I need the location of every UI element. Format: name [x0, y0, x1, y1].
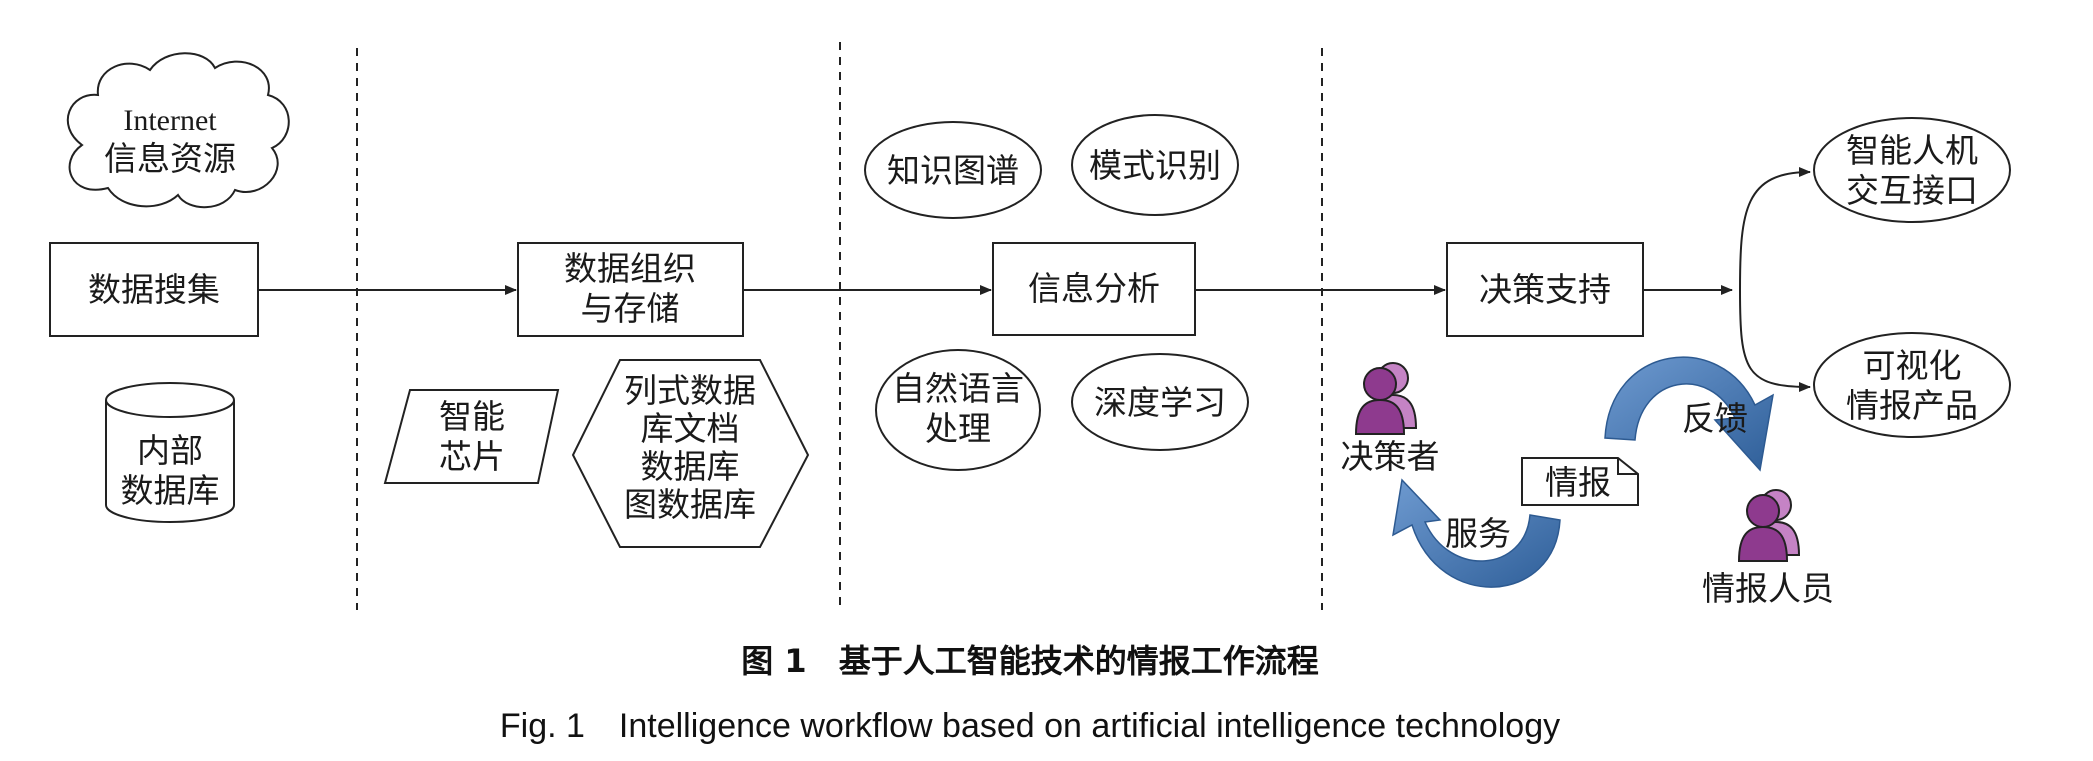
database-types-line1: 列式数据	[624, 371, 756, 410]
intelligent-chip-line2: 芯片	[439, 437, 505, 476]
knowledge-graph-label: 知识图谱	[887, 151, 1019, 190]
intelligence-document-label: 情报	[1545, 463, 1611, 502]
knowledge-graph-node: 知识图谱	[864, 121, 1042, 219]
intelligent-chip-line1: 智能	[439, 397, 505, 436]
nlp-line2: 处理	[925, 409, 991, 448]
data-organization-node: 数据组织 与存储	[517, 242, 744, 337]
data-collection-label: 数据搜集	[88, 270, 220, 309]
cloud-label-line2: 信息资源	[104, 139, 236, 178]
decision-support-label: 决策支持	[1479, 270, 1611, 309]
arrow-to-visual-product	[1739, 289, 1811, 392]
pattern-recognition-node: 模式识别	[1071, 114, 1239, 216]
information-analysis-node: 信息分析	[992, 242, 1196, 336]
visual-product-node: 可视化 情报产品	[1813, 332, 2011, 438]
internal-database-node: 内部 数据库	[105, 382, 235, 523]
information-analysis-label: 信息分析	[1028, 269, 1160, 308]
analyst-label: 情报人员	[1702, 569, 1834, 608]
data-organization-line2: 与存储	[581, 289, 680, 328]
visual-product-line2: 情报产品	[1846, 386, 1978, 425]
pattern-recognition-label: 模式识别	[1089, 146, 1221, 185]
service-label: 服务	[1445, 514, 1511, 553]
nlp-node: 自然语言 处理	[875, 349, 1041, 471]
cloud-label-line1: Internet	[123, 104, 217, 137]
arrow-to-hci	[1739, 167, 1811, 291]
intelligent-chip-node: 智能 芯片	[383, 389, 560, 484]
hci-line1: 智能人机	[1846, 131, 1978, 170]
user-group-icon	[1354, 362, 1418, 435]
hci-node: 智能人机 交互接口	[1813, 117, 2011, 223]
user-group-icon	[1737, 489, 1801, 562]
internet-cloud-node: Internet 信息资源	[66, 52, 290, 209]
database-types-line2: 库文档	[641, 409, 740, 448]
data-collection-node: 数据搜集	[49, 242, 259, 337]
intelligence-document-node: 情报	[1521, 457, 1639, 506]
internal-database-line1: 内部	[137, 431, 203, 470]
visual-product-line1: 可视化	[1863, 346, 1962, 385]
decision-support-node: 决策支持	[1446, 242, 1644, 337]
database-types-line3: 数据库	[641, 447, 740, 486]
caption-english: Fig. 1 Intelligence workflow based on ar…	[500, 707, 1560, 745]
feedback-label: 反馈	[1682, 399, 1748, 438]
hci-line2: 交互接口	[1846, 171, 1978, 210]
service-arrow	[1392, 478, 1561, 588]
data-organization-line1: 数据组织	[564, 249, 696, 288]
nlp-line1: 自然语言	[892, 369, 1024, 408]
database-types-node: 列式数据 库文档 数据库 图数据库	[571, 359, 810, 548]
feedback-arrow	[1604, 356, 1775, 472]
database-types-line4: 图数据库	[624, 485, 756, 524]
deep-learning-label: 深度学习	[1094, 383, 1226, 422]
decision-maker-label: 决策者	[1341, 437, 1440, 476]
internal-database-line2: 数据库	[121, 471, 220, 510]
deep-learning-node: 深度学习	[1071, 353, 1249, 451]
caption-chinese: 图 1 基于人工智能技术的情报工作流程	[741, 642, 1318, 680]
